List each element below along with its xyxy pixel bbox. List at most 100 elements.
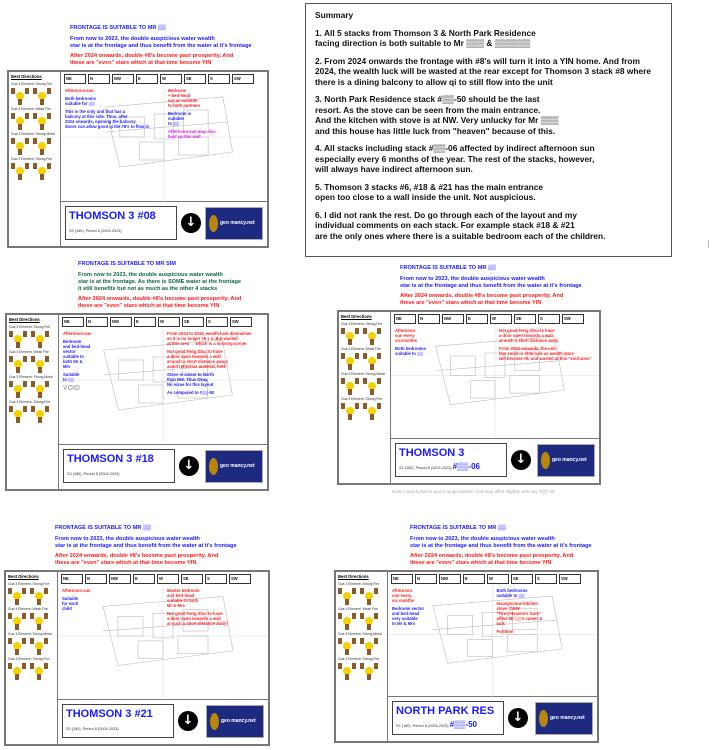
compass-figure-icon — [341, 328, 359, 345]
direction-group-text: Gua 3 Element: Strong Fire — [341, 397, 383, 401]
bagua-figures — [8, 663, 55, 680]
compass-figure-icon — [30, 638, 48, 655]
direction-group-text: Gua 4 Element: Weak Fire — [11, 107, 51, 111]
flying-star-box: N — [415, 574, 437, 584]
frontage-heading: FRONTAGE IS SUITABLE TO MR ▒▒ — [400, 265, 496, 271]
compass-figure-icon — [360, 613, 378, 630]
stack-number: #▒▒-06 — [452, 462, 480, 471]
yin-warning-note: After 2024 onwards, double #8's become p… — [70, 53, 234, 66]
plan-annotation: Afternoon sun — [63, 331, 92, 336]
direction-label: SE — [516, 316, 522, 321]
unit-title: THOMSON 3 #08 — [69, 210, 156, 222]
flying-star-box: W — [160, 74, 182, 84]
layout-note: Note: Layout plan is just a rough outlin… — [392, 489, 555, 494]
plan-annotation: Afternoon sun may also heat up this wall — [168, 129, 216, 139]
down-arrow-circle-icon: ↓ — [178, 711, 198, 731]
compass-figure-icon — [363, 403, 381, 420]
logo-emblem-icon — [539, 710, 548, 727]
direction-label: NW — [111, 576, 118, 581]
flying-star-box: SE — [511, 574, 533, 584]
bagua-figures — [8, 588, 55, 605]
direction-group: Gua 3 Element: Strong Fire — [9, 400, 56, 423]
direction-group: Gua 3 Element: Strong Fire — [341, 397, 388, 420]
plan-annotation: Partition — [496, 629, 514, 634]
direction-label: S — [537, 576, 540, 581]
bagua-figures — [11, 113, 58, 130]
plan-annotation: Suitable for each child — [62, 596, 79, 611]
summary-item: 5. Thomson 3 stacks #6, #18 & #21 has th… — [315, 181, 544, 203]
direction-label: NE — [64, 319, 70, 324]
water-star-note: From now to 2023, the double auspicious … — [55, 536, 237, 549]
bagua-figures — [9, 381, 56, 398]
flying-star-box: W — [487, 574, 509, 584]
direction-label: E — [465, 576, 468, 581]
geomancy-logo: geo mancy.net — [535, 702, 593, 735]
plan-annotation: Afternoon sun — [62, 588, 91, 593]
unit-subtitle: S3 (180), Period 8 (2004-2023) — [66, 223, 176, 236]
compass-figure-icon — [31, 331, 49, 348]
logo-emblem-icon — [209, 458, 218, 475]
flying-star-box: E — [134, 317, 156, 327]
bagua-figures — [9, 331, 56, 348]
unit-subtitle: S3 (180), Period 8 (2004-2023) — [63, 721, 173, 734]
compass-figure-icon — [8, 638, 26, 655]
summary-item: 3. North Park Residence stack #▒▒-50 sho… — [315, 94, 559, 136]
flying-star-box: E — [463, 574, 485, 584]
compass-figure-icon — [31, 356, 49, 373]
flying-star-box: NE — [391, 574, 413, 584]
direction-group: Gua 4 Element: Weak Fire — [8, 607, 55, 630]
down-arrow-circle-icon: ↓ — [181, 213, 201, 233]
panel-header: FRONTAGE IS SUITABLE TO MR ▒▒From now to… — [55, 525, 237, 567]
direction-label: SE — [186, 76, 192, 81]
direction-group: Gua 3 Element: Strong Fire — [9, 325, 56, 348]
flying-star-box: NW — [112, 74, 134, 84]
direction-label: NE — [393, 576, 399, 581]
logo-emblem-icon — [209, 215, 218, 232]
bagua-figures — [338, 588, 385, 605]
compass-figure-icon — [341, 353, 359, 370]
geomancy-logo: geo mancy.net — [206, 705, 264, 738]
bagua-figures — [8, 613, 55, 630]
bagua-figures — [338, 663, 385, 680]
direction-group-text: Gua 3 Element: Strong Fire — [11, 157, 53, 161]
down-arrow-circle-icon: ↓ — [508, 708, 528, 728]
direction-label: NE — [63, 576, 69, 581]
direction-group-text: Gua 3 Element: Strong Fire — [9, 325, 51, 329]
compass-figure-icon — [338, 613, 356, 630]
compass-figure-icon — [8, 663, 26, 680]
bagua-figures — [338, 613, 385, 630]
direction-label: W — [162, 76, 166, 81]
best-directions-label: Best Directions — [338, 574, 369, 579]
bagua-figures — [341, 353, 388, 370]
direction-label: E — [468, 316, 471, 321]
flying-star-box: E — [466, 314, 488, 324]
direction-group-text: Gua 3 Element: Strong Fire — [338, 657, 380, 661]
plan-annotation: Bedroom and bed-head sector suitable to … — [63, 339, 91, 369]
summary-item: 2. From 2024 onwards the frontage with #… — [315, 55, 652, 87]
geomancy-logo: geo mancy.net — [537, 444, 595, 477]
plan-annotation: Bedroom + bed-head not as suitable to bo… — [168, 88, 201, 108]
direction-label: SE — [184, 319, 190, 324]
direction-group-text: Gua 3 Element: Strong Fire — [8, 582, 50, 586]
flying-star-box: SW — [559, 574, 581, 584]
facing-period: S3 (180), Period 8 (2004-2023) — [69, 229, 122, 233]
stack-number: #▒▒-50 — [449, 720, 477, 729]
direction-label: SW — [561, 576, 568, 581]
direction-group: Gua 3 Element: Strong Fire — [8, 657, 55, 680]
compass-figure-icon — [30, 613, 48, 630]
direction-label: N — [87, 576, 91, 581]
unit-subtitle: S2 (180), Period 8 (2004-2023) #▒▒-06 — [396, 460, 506, 473]
direction-group-text: Gua 3 Element: Strong Fire — [9, 400, 51, 404]
yin-warning-note: After 2024 onwards, double #8's become p… — [78, 296, 242, 309]
bagua-figures — [338, 638, 385, 655]
